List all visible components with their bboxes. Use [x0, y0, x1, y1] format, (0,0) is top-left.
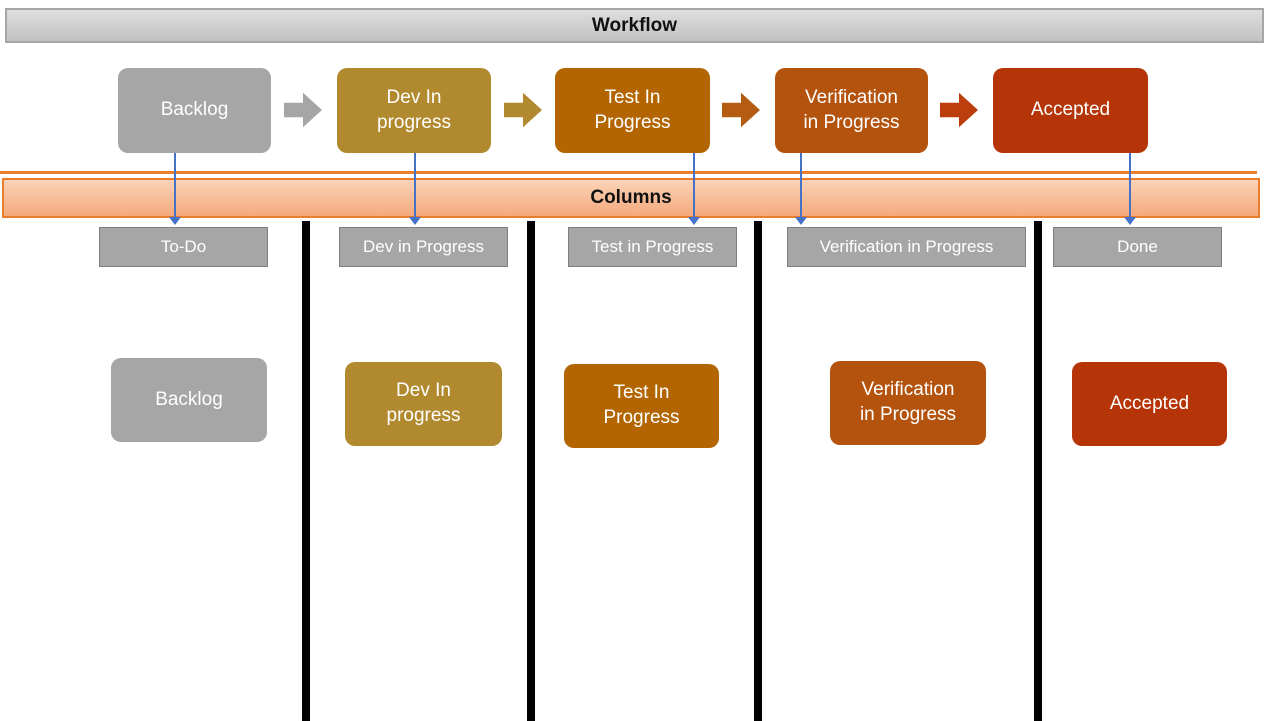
connector-arrow-verification — [795, 153, 807, 225]
column-header-label: Verification in Progress — [819, 237, 994, 256]
workflow-stage-accepted: Accepted — [993, 68, 1148, 153]
connector-arrowhead-icon — [795, 217, 807, 225]
card-accepted: Accepted — [1072, 362, 1227, 446]
column-header-label: Test in Progress — [591, 237, 714, 256]
card-backlog: Backlog — [111, 358, 267, 442]
connector-arrow-dev — [409, 153, 421, 225]
workflow-section-bar: Workflow — [5, 8, 1264, 43]
column-divider — [1034, 221, 1042, 721]
column-divider — [527, 221, 535, 721]
column-header-verification-in-progress: Verification in Progress — [787, 227, 1026, 267]
card-label: Dev In progress — [386, 380, 461, 426]
card-label: Accepted — [1109, 392, 1190, 414]
connector-arrowhead-icon — [1124, 217, 1136, 225]
card-dev-in-progress: Dev In progress — [345, 362, 502, 446]
workflow-stage-label: Verification in Progress — [803, 86, 900, 133]
column-divider — [754, 221, 762, 721]
connector-arrow-test — [688, 153, 700, 225]
column-header-label: To-Do — [160, 237, 207, 256]
workflow-stage-backlog: Backlog — [118, 68, 271, 153]
card-label: Verification in Progress — [859, 379, 957, 425]
workflow-section-title: Workflow — [591, 14, 678, 36]
card-label: Backlog — [155, 388, 223, 410]
column-header-label: Dev in Progress — [363, 237, 484, 256]
stage-arrow-icon — [504, 92, 542, 128]
column-header-todo: To-Do — [99, 227, 268, 267]
card-verification-in-progress: Verification in Progress — [830, 361, 986, 445]
connector-line — [693, 153, 695, 217]
columns-section-bar: Columns — [2, 178, 1260, 218]
workflow-stage-label: Dev In progress — [377, 86, 451, 133]
connector-line — [1129, 153, 1131, 217]
card-test-in-progress: Test In Progress — [564, 364, 719, 448]
connector-arrow-backlog-todo — [169, 153, 181, 225]
connector-arrow-accepted-done — [1124, 153, 1136, 225]
column-header-test-in-progress: Test in Progress — [568, 227, 737, 267]
workflow-stage-verification-in-progress: Verification in Progress — [775, 68, 928, 153]
stage-arrow-icon — [284, 92, 322, 128]
card-label: Test In Progress — [603, 382, 680, 428]
connector-line — [800, 153, 802, 217]
columns-section-top-rule — [0, 171, 1257, 174]
column-header-dev-in-progress: Dev in Progress — [339, 227, 508, 267]
workflow-stage-label: Test In Progress — [594, 86, 671, 133]
column-header-done: Done — [1053, 227, 1222, 267]
connector-arrowhead-icon — [688, 217, 700, 225]
connector-line — [174, 153, 176, 217]
stage-arrow-icon — [722, 92, 760, 128]
column-header-label: Done — [1117, 237, 1158, 256]
connector-line — [414, 153, 416, 217]
workflow-stage-test-in-progress: Test In Progress — [555, 68, 710, 153]
columns-section-title: Columns — [590, 187, 672, 208]
workflow-stage-dev-in-progress: Dev In progress — [337, 68, 491, 153]
connector-arrowhead-icon — [169, 217, 181, 225]
workflow-stage-label: Accepted — [1030, 99, 1111, 121]
column-divider — [302, 221, 310, 721]
workflow-stage-label: Backlog — [160, 99, 229, 121]
stage-arrow-icon — [940, 92, 978, 128]
connector-arrowhead-icon — [409, 217, 421, 225]
